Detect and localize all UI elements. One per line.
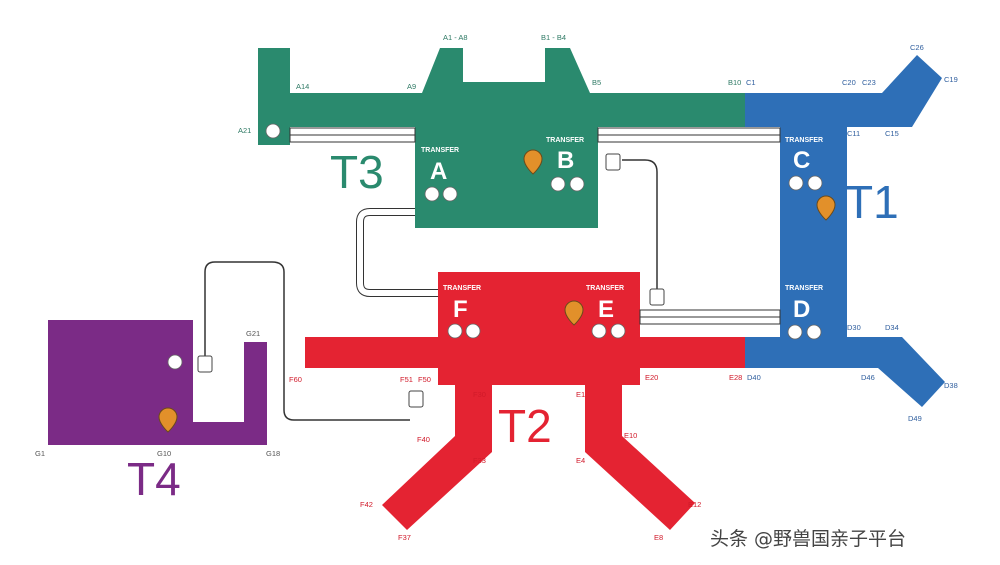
gate-label: A9	[407, 82, 416, 91]
bus-icon[interactable]	[197, 355, 213, 373]
gate-label: F42	[360, 500, 373, 509]
terminal-3-label: T3	[330, 146, 384, 198]
t1-location-pin-icon[interactable]	[816, 195, 836, 221]
gate-label: C11	[847, 129, 860, 138]
globe-icon[interactable]	[610, 323, 626, 339]
pier-a-label: A	[430, 158, 447, 185]
gate-label: D40	[747, 373, 761, 382]
gate-label: B5	[592, 78, 601, 87]
gate-label: D30	[847, 323, 861, 332]
gate-label: F40	[417, 435, 430, 444]
gate-label: F30	[473, 390, 486, 399]
gate-label: F37	[398, 533, 411, 542]
gate-label: D49	[908, 414, 922, 423]
bus-icon[interactable]	[649, 288, 665, 306]
gate-label: A14	[296, 82, 309, 91]
t4-location-pin-icon[interactable]	[158, 407, 178, 433]
t4-gate-labels: G21 G1 G10 G18	[35, 329, 280, 458]
info-icon[interactable]	[787, 324, 803, 340]
pier-b-label: B	[557, 147, 574, 174]
t3-t1-connector	[597, 127, 781, 143]
pier-e-label: E	[598, 296, 614, 323]
bus-icons	[197, 153, 665, 408]
gate-label: E1	[576, 390, 585, 399]
t1-gate-labels: C1 C20 C23 C26 C19 C11 C15 D30 D34 D40 D…	[746, 43, 958, 423]
gate-label: D46	[861, 373, 875, 382]
gate-label: G18	[266, 449, 280, 458]
terminal-4-label: T4	[127, 453, 181, 505]
info-icon[interactable]	[424, 186, 440, 202]
terminal-1-label: T1	[845, 176, 899, 228]
gate-label: G1	[35, 449, 45, 458]
gate-label: C19	[944, 75, 958, 84]
location-pins	[158, 149, 836, 433]
gate-label: B1 - B4	[541, 33, 566, 42]
facility-icons	[167, 123, 823, 370]
terminal-2-label: T2	[498, 400, 552, 452]
gate-label: E28	[729, 373, 742, 382]
info-icon[interactable]	[265, 123, 281, 139]
terminal-3-building	[258, 48, 745, 228]
bus-route-t4-t2	[204, 261, 410, 421]
globe-icon[interactable]	[569, 176, 585, 192]
bus-route-t3-t2	[622, 159, 658, 290]
transfer-label-b: TRANSFER	[546, 137, 584, 144]
t2-t1-connector	[639, 309, 781, 325]
watermark-text: 头条 @野兽国亲子平台	[710, 528, 906, 550]
pier-c-label: C	[793, 147, 810, 174]
gate-label: E10	[624, 431, 637, 440]
globe-icon[interactable]	[465, 323, 481, 339]
terminal-1-building	[745, 55, 945, 407]
transfer-label-c: TRANSFER	[785, 137, 823, 144]
transfer-label-f: TRANSFER	[443, 285, 481, 292]
t3-gate-labels: A1 - A8 B1 - B4 A14 A9 B5 B10 A21	[238, 33, 741, 135]
bus-icon[interactable]	[408, 390, 424, 408]
gate-label: A21	[238, 126, 251, 135]
gate-label: D38	[944, 381, 958, 390]
transfer-label-d: TRANSFER	[785, 285, 823, 292]
terminal-4-building	[48, 320, 267, 445]
globe-icon[interactable]	[442, 186, 458, 202]
info-icon[interactable]	[591, 323, 607, 339]
t3-t2-link-bridge	[356, 208, 438, 297]
gate-label: C20	[842, 78, 856, 87]
transfer-label-e: TRANSFER	[586, 285, 624, 292]
gate-label: B10	[728, 78, 741, 87]
info-icon[interactable]	[550, 176, 566, 192]
a21-connector	[289, 127, 416, 143]
gate-label: G21	[246, 329, 260, 338]
gate-label: G10	[157, 449, 171, 458]
pier-d-label: D	[793, 296, 810, 323]
gate-label: F33	[473, 456, 486, 465]
info-icon[interactable]	[788, 175, 804, 191]
terminal-2-building	[305, 272, 745, 530]
gate-label: E4	[576, 456, 585, 465]
info-icon[interactable]	[447, 323, 463, 339]
gate-label: E20	[645, 373, 658, 382]
globe-icon[interactable]	[167, 354, 183, 370]
gate-label: C15	[885, 129, 899, 138]
gate-label: E12	[688, 500, 701, 509]
gate-label: C26	[910, 43, 924, 52]
pier-f-label: F	[453, 296, 468, 323]
gate-label: F51	[400, 375, 413, 384]
t3-location-pin-icon[interactable]	[523, 149, 543, 175]
gate-label: E8	[654, 533, 663, 542]
t2-location-pin-icon[interactable]	[564, 300, 584, 326]
gate-label: C1	[746, 78, 756, 87]
globe-icon[interactable]	[807, 175, 823, 191]
gate-label: F50	[418, 375, 431, 384]
gate-label: F60	[289, 375, 302, 384]
gate-label: A1 - A8	[443, 33, 468, 42]
globe-icon[interactable]	[806, 324, 822, 340]
transfer-label-a: TRANSFER	[421, 147, 459, 154]
gate-label: D34	[885, 323, 899, 332]
bus-icon[interactable]	[605, 153, 621, 171]
t2-gate-labels: F60 F51 F50 F30 E1 E20 E28 F40 E10 F33 E…	[289, 373, 742, 542]
gate-label: C23	[862, 78, 876, 87]
